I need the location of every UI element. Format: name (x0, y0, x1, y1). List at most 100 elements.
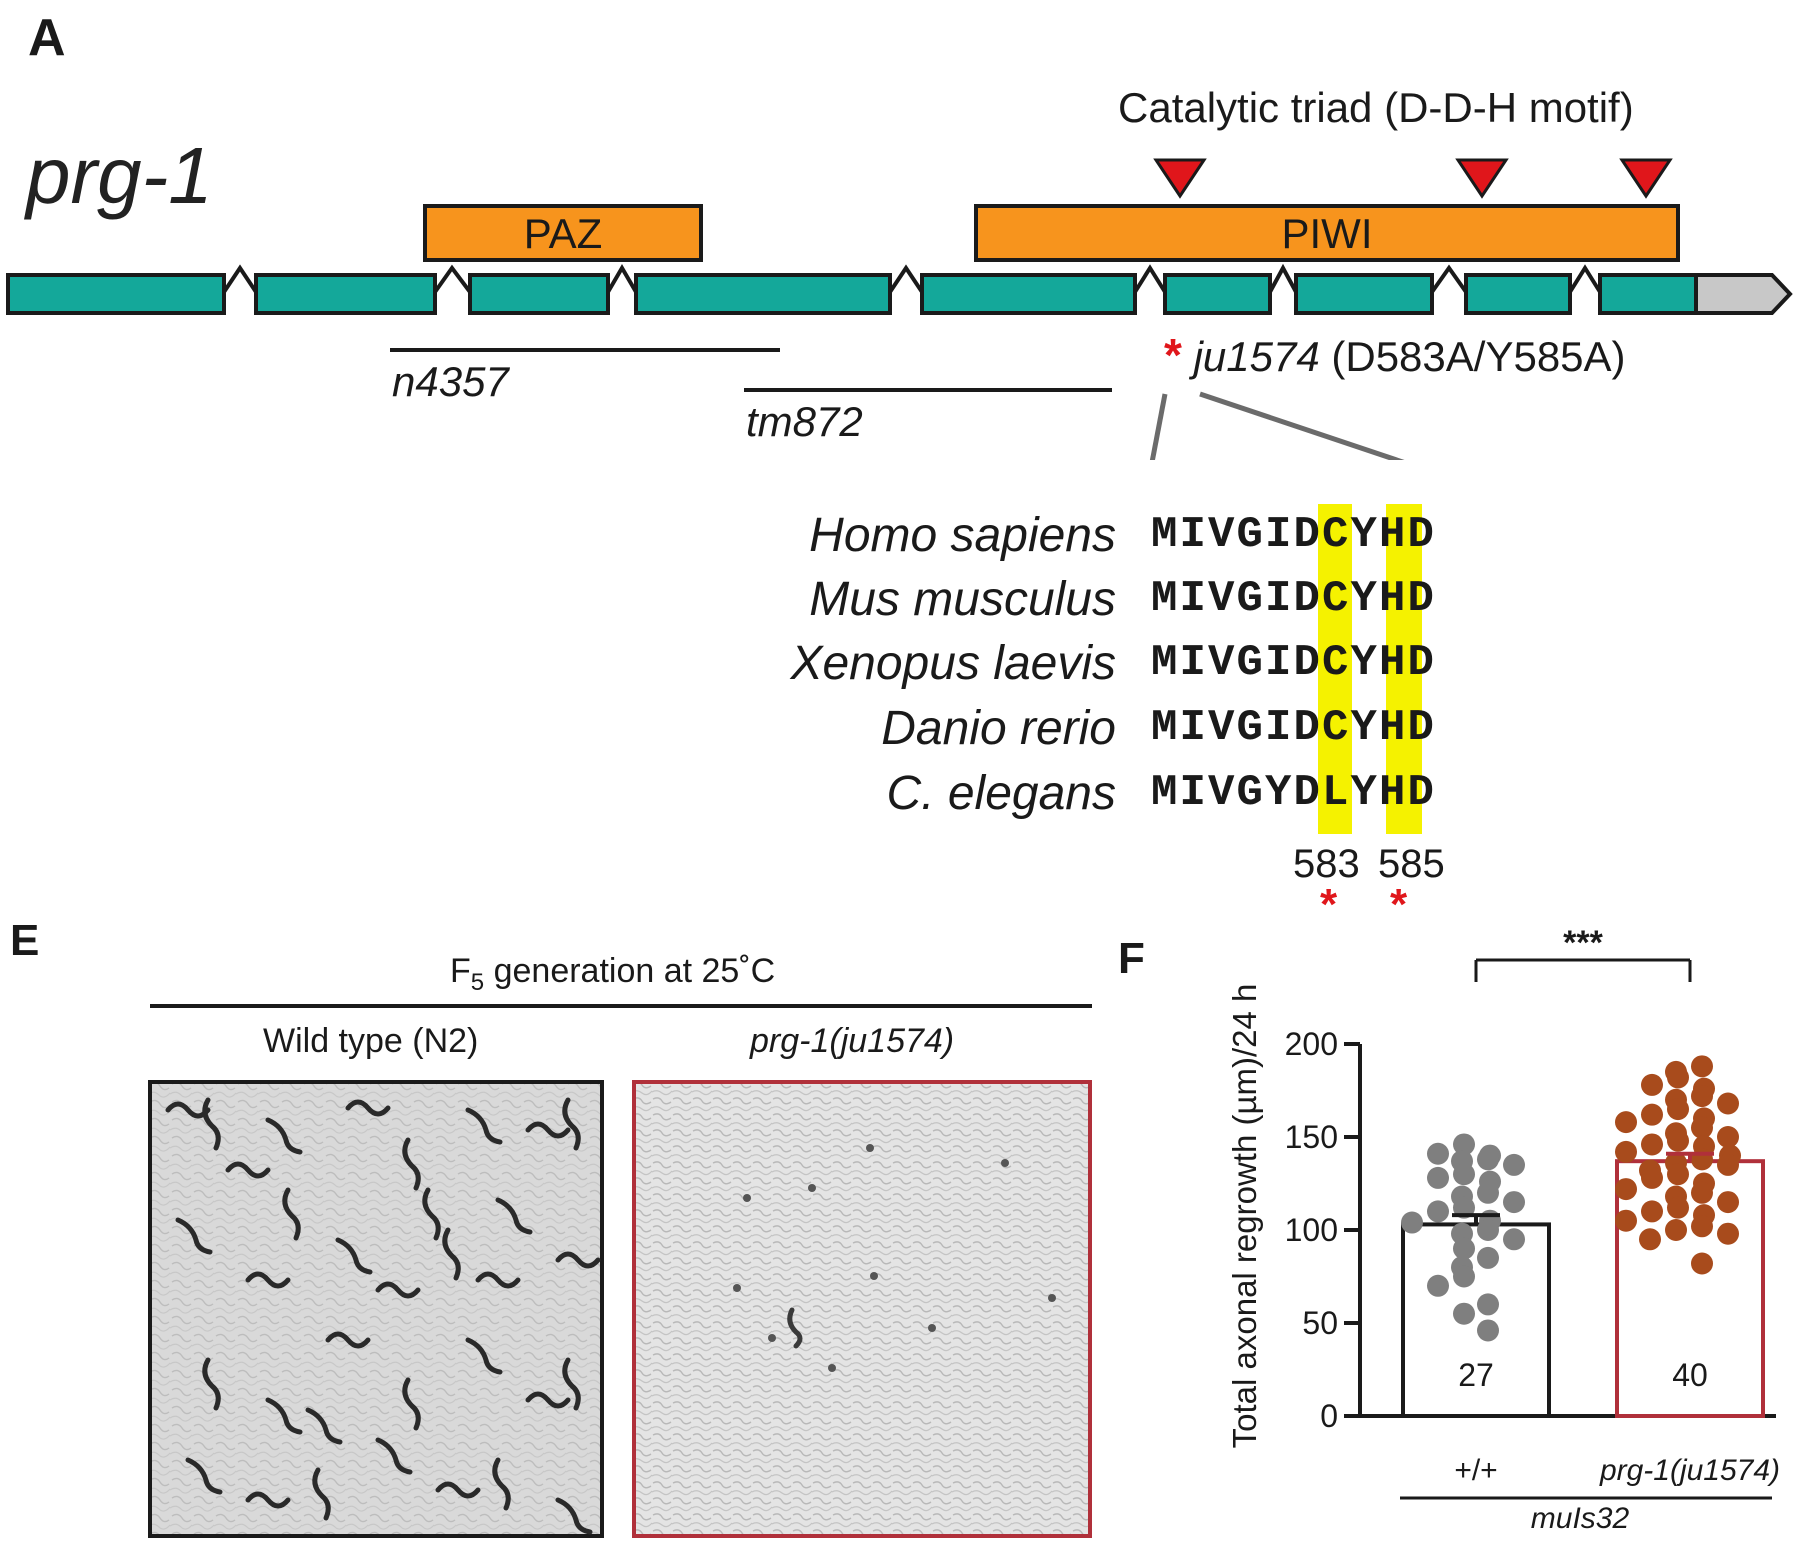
data-point (1641, 1166, 1663, 1189)
worm (562, 1097, 581, 1151)
data-point (1453, 1265, 1475, 1288)
piwi-label: PIWI (1281, 210, 1373, 257)
species-name: Danio rerio (881, 702, 1116, 755)
residue: Y (1350, 768, 1377, 818)
residue: H (1379, 574, 1406, 624)
residue: Y (1350, 574, 1377, 624)
residue: D (1407, 510, 1434, 560)
worm (312, 1467, 331, 1521)
residue: I (1265, 574, 1292, 624)
y-tick-label: 0 (1320, 1398, 1338, 1434)
residue: I (1179, 703, 1206, 753)
highlight-583 (1318, 504, 1352, 834)
y-tick-label: 50 (1302, 1305, 1338, 1341)
zoom-line-left (1149, 393, 1168, 460)
worm (265, 1397, 303, 1435)
significance-label: *** (1563, 924, 1603, 962)
sequence-row: MIVGIDCYHD (1150, 638, 1435, 688)
data-point (1691, 1252, 1713, 1275)
data-point (1477, 1246, 1499, 1269)
data-point (1667, 1066, 1689, 1089)
data-point (1453, 1163, 1475, 1186)
residue: I (1265, 638, 1292, 688)
asterisk-585: * (1390, 880, 1408, 929)
species-name: Xenopus laevis (790, 637, 1116, 690)
residue: I (1265, 703, 1292, 753)
intron (1430, 264, 1468, 294)
intron (433, 264, 472, 294)
residue: H (1379, 510, 1406, 560)
data-point (1615, 1140, 1637, 1163)
data-point (1717, 1126, 1739, 1148)
gene-model (6, 158, 1793, 460)
data-point (1691, 1181, 1713, 1204)
data-point (1477, 1319, 1499, 1342)
worm (265, 1117, 303, 1155)
worm (375, 1437, 413, 1475)
residue: G (1236, 703, 1263, 753)
data-point (1641, 1200, 1663, 1223)
exon-7 (1294, 273, 1434, 315)
residue: M (1151, 574, 1178, 624)
residue: D (1293, 638, 1320, 688)
species-name: C. elegans (886, 767, 1116, 820)
intron (606, 264, 638, 294)
data-point (1453, 1302, 1475, 1325)
catalytic-triangle-1 (1153, 158, 1207, 199)
residue: G (1236, 510, 1263, 560)
residue: Y (1350, 510, 1377, 560)
data-point (1641, 1103, 1663, 1126)
data-point (1427, 1166, 1449, 1189)
data-point (1401, 1211, 1423, 1234)
mutation-change: (D583A/Y585A) (1331, 333, 1626, 380)
residue: H (1379, 768, 1406, 818)
residue: G (1236, 638, 1263, 688)
generation-suffix: generation at 25˚C (484, 952, 776, 990)
intron (1268, 263, 1298, 293)
worm (555, 1251, 601, 1269)
data-point (1667, 1129, 1689, 1152)
worm (345, 1099, 391, 1117)
worm (435, 1481, 481, 1499)
worm (165, 1101, 211, 1119)
catalytic-triangle-2 (1455, 158, 1509, 199)
catalytic-triangle-3 (1619, 158, 1673, 199)
residue: H (1379, 703, 1406, 753)
data-point (1503, 1191, 1525, 1214)
worm (185, 1457, 223, 1495)
data-point (1691, 1148, 1713, 1171)
allele-n4357: n4357 (392, 358, 509, 405)
residue: G (1236, 768, 1263, 818)
worm (555, 1497, 593, 1535)
mutation-allele: ju1574 (1193, 333, 1320, 380)
exon-4 (634, 273, 892, 315)
y-tick-label: 150 (1285, 1119, 1338, 1155)
worm (402, 1137, 421, 1191)
data-point (1717, 1153, 1739, 1176)
residue: Y (1350, 703, 1377, 753)
worm (245, 1491, 291, 1509)
exon-3 (468, 273, 610, 315)
species-name: Mus musculus (809, 573, 1116, 626)
data-point (1615, 1209, 1637, 1232)
residue: C (1322, 574, 1349, 624)
worm (492, 1457, 511, 1511)
worm (402, 1377, 421, 1431)
residue: D (1293, 510, 1320, 560)
n-label: 40 (1672, 1357, 1708, 1393)
sequence-row: MIVGIDCYHD (1150, 510, 1435, 560)
mutant-plate-image (632, 1080, 1092, 1538)
y-axis-label: Total axonal regrowth (µm)/24 h (1226, 984, 1263, 1449)
data-point (1641, 1073, 1663, 1096)
worm (525, 1391, 571, 1409)
worm (245, 1271, 291, 1289)
paz-label: PAZ (523, 210, 603, 257)
worm (422, 1187, 441, 1241)
exon-5 (920, 273, 1137, 315)
exon-9 (1598, 273, 1698, 315)
catalytic-triad-label: Catalytic triad (D-D-H motif) (1118, 84, 1634, 131)
intron (888, 264, 924, 294)
residue: I (1179, 510, 1206, 560)
worm (442, 1227, 461, 1281)
